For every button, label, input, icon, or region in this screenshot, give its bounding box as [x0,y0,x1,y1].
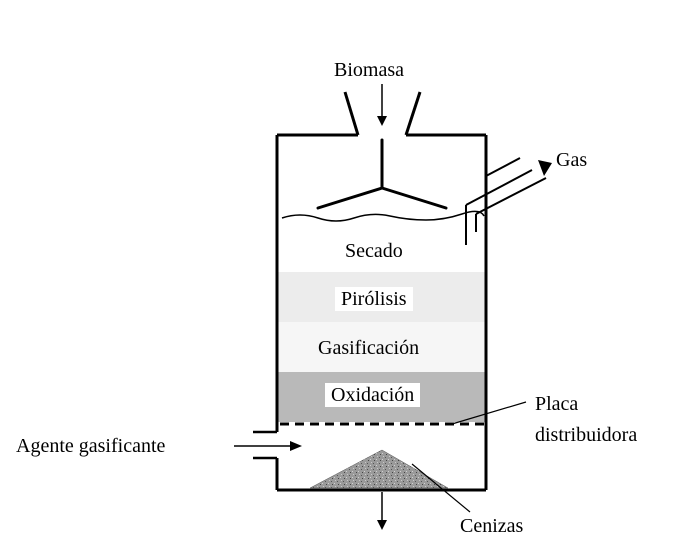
label-biomasa: Biomasa [334,59,404,81]
feed-spreader [316,138,448,210]
ash-leader [411,463,471,513]
bed-surface [281,210,485,222]
zone-label-secado: Secado [345,240,403,262]
ash-outlet-arrow [377,492,387,530]
label-agente-gasificante: Agente gasificante [16,435,166,457]
label-cenizas: Cenizas [460,515,524,537]
ash-pile [309,449,449,489]
agent-inlet-pipe [253,430,277,460]
feed-arrow [377,84,387,126]
zone-label-gasificacion: Gasificación [318,337,420,359]
zone-gasification-band [278,322,486,372]
zone-label-oxidacion: Oxidación [325,383,421,407]
plate-leader [451,401,527,425]
gas-arrow-head [538,160,552,176]
gas-outlet-pipe [465,157,547,245]
label-distribuidora: distribuidora [535,424,638,446]
label-gas: Gas [556,149,588,171]
label-placa: Placa [535,393,579,415]
zone-label-pirolisis: Pirólisis [335,287,413,311]
agent-arrow [234,441,302,451]
feed-hopper [343,91,422,136]
